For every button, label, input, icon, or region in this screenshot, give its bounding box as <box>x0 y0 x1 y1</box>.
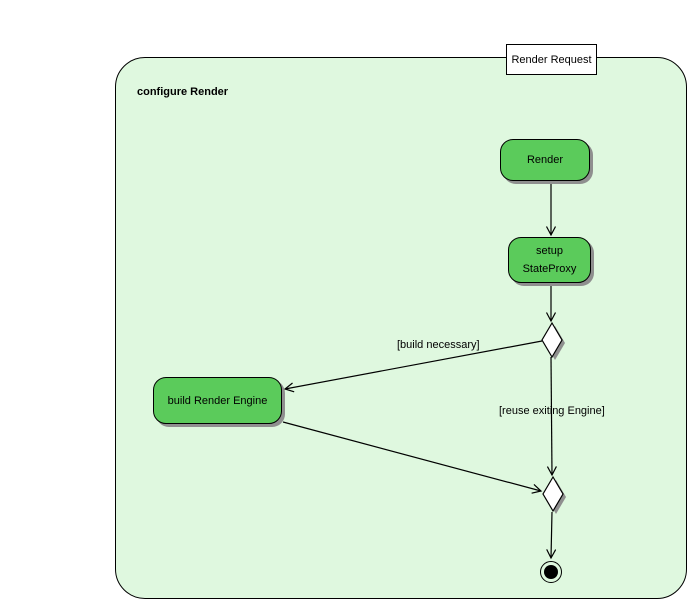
render-request-label-box: Render Request <box>506 44 597 75</box>
activity-node-build-render-engine: build Render Engine <box>153 377 282 424</box>
frame-title: configure Render <box>137 86 229 98</box>
activity-final-icon <box>540 561 562 583</box>
guard-reuse-exiting-engine: [reuse exiting Engine] <box>499 405 605 417</box>
activity-node-render: Render <box>500 139 590 181</box>
activity-node-setup-label-line2: StateProxy <box>522 263 577 275</box>
activity-node-setup-stateproxy: setup StateProxy <box>508 237 591 283</box>
activity-node-setup-label-line1: setup <box>536 245 563 257</box>
render-request-label: Render Request <box>511 53 592 66</box>
activity-frame <box>115 57 687 599</box>
activity-node-build-label: build Render Engine <box>167 394 268 407</box>
activity-final-dot <box>544 565 558 579</box>
activity-node-render-label: Render <box>526 154 564 166</box>
guard-build-necessary: [build necessary] <box>397 339 480 351</box>
